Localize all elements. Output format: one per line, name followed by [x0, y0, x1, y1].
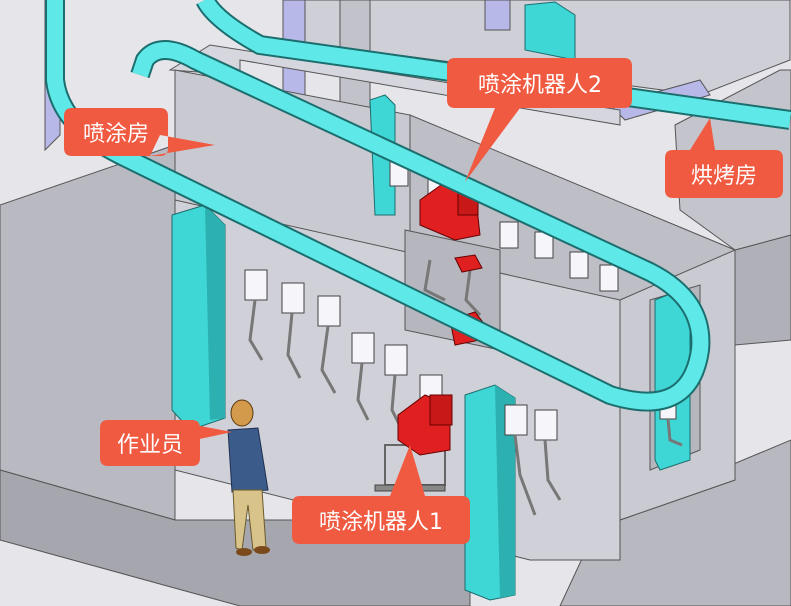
callout-operator: 作业员 [100, 420, 232, 466]
label-spray-robot-2: 喷涂机器人2 [478, 73, 602, 98]
conveyor-rail-back-fill [197, 0, 791, 128]
label-spray-booth: 喷涂房 [83, 122, 149, 147]
callout-spray-robot-2: 喷涂机器人2 [447, 58, 632, 182]
hangers [248, 259, 683, 516]
callout-baking-room: 烘烤房 [665, 118, 783, 198]
callout-spray-robot-1: 喷涂机器人1 [292, 445, 470, 544]
pillar-left-side [205, 205, 225, 420]
pillar-front-side [495, 385, 515, 598]
label-spray-robot-1: 喷涂机器人1 [319, 510, 443, 535]
floor-right [734, 234, 791, 346]
label-baking-room: 烘烤房 [691, 164, 757, 189]
label-operator: 作业员 [117, 433, 183, 458]
callout-spray-booth: 喷涂房 [64, 108, 215, 156]
operator-figure [227, 399, 270, 556]
back-post-3 [484, 0, 511, 31]
pillar-back-2 [524, 1, 576, 61]
